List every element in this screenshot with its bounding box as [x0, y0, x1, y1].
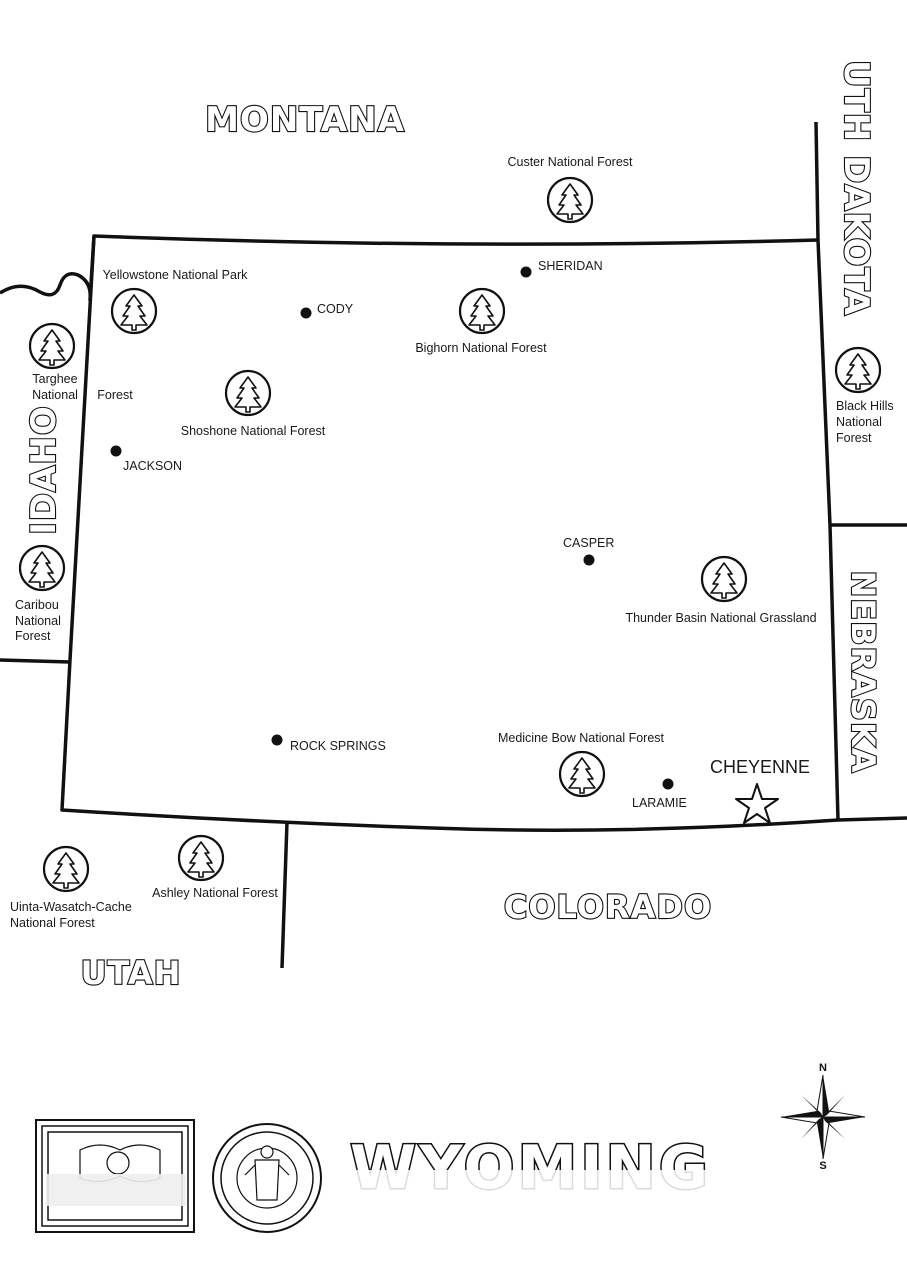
idaho-utah-border [0, 658, 71, 664]
compass-rose-icon [780, 1074, 866, 1160]
compass-s: S [819, 1160, 826, 1172]
city-cody: CODY [317, 302, 354, 316]
city-sheridan: SHERIDAN [538, 259, 603, 273]
label-medicine-bow: Medicine Bow National Forest [498, 731, 665, 745]
label-uinta-1: Uinta-Wasatch-Cache [10, 900, 132, 914]
utah-colorado-border [280, 821, 289, 969]
label-thunder-basin: Thunder Basin National Grassland [625, 611, 816, 625]
label-targhee-1: Targhee [32, 372, 77, 386]
compass-n: N [819, 1062, 827, 1074]
state-flag-icon [35, 1119, 195, 1233]
title-wyoming: WYOMING [350, 1133, 711, 1203]
state-south-dakota: UTH DAKOTA [836, 60, 876, 316]
state-seal-icon [212, 1123, 322, 1233]
tree-icon [110, 287, 158, 335]
state-montana: MONTANA [205, 100, 405, 140]
label-ashley: Ashley National Forest [152, 886, 278, 900]
city-dot-icon [520, 266, 532, 278]
label-black-hills-3: Forest [836, 431, 872, 445]
city-dot-icon [110, 445, 122, 457]
label-targhee-3: Forest [97, 388, 133, 402]
wyoming-border [60, 234, 840, 832]
city-dot-icon [300, 307, 312, 319]
tree-icon [177, 834, 225, 882]
city-rock-springs: ROCK SPRINGS [290, 739, 386, 753]
state-nebraska: NEBRASKA [844, 570, 882, 773]
city-jackson: JACKSON [123, 459, 182, 473]
tree-icon [546, 176, 594, 224]
title-fade [345, 1170, 725, 1192]
label-black-hills-2: National [836, 415, 882, 429]
city-dot-icon [271, 734, 283, 746]
label-targhee-2: National [32, 388, 78, 402]
label-black-hills-1: Black Hills [836, 399, 894, 413]
city-casper: CASPER [563, 536, 614, 550]
tree-icon [42, 845, 90, 893]
sd-nebraska-border [814, 121, 820, 241]
tree-icon [28, 322, 76, 370]
label-yellowstone: Yellowstone National Park [103, 268, 249, 282]
state-colorado: COLORADO [504, 888, 712, 926]
city-laramie: LARAMIE [632, 796, 687, 810]
nebraska-colorado-border [837, 816, 907, 822]
tree-icon [458, 287, 506, 335]
tree-icon [224, 369, 272, 417]
label-custer: Custer National Forest [507, 155, 633, 169]
label-caribou-1: Caribou [15, 598, 59, 612]
city-dot-icon [583, 554, 595, 566]
label-caribou-3: Forest [15, 629, 51, 643]
state-borders [0, 121, 907, 969]
label-uinta-2: National Forest [10, 916, 95, 930]
label-bighorn: Bighorn National Forest [415, 341, 547, 355]
state-utah: UTAH [81, 954, 182, 992]
tree-icon [834, 346, 882, 394]
tree-icon [18, 544, 66, 592]
city-cheyenne: CHEYENNE [710, 757, 810, 777]
label-shoshone: Shoshone National Forest [181, 424, 326, 438]
idaho-montana-border [0, 235, 96, 302]
city-dot-icon [662, 778, 674, 790]
tree-icon [558, 750, 606, 798]
label-caribou-2: National [15, 614, 61, 628]
capital-star-icon [735, 783, 779, 824]
tree-icon [700, 555, 748, 603]
state-idaho: IDAHO [24, 405, 64, 535]
